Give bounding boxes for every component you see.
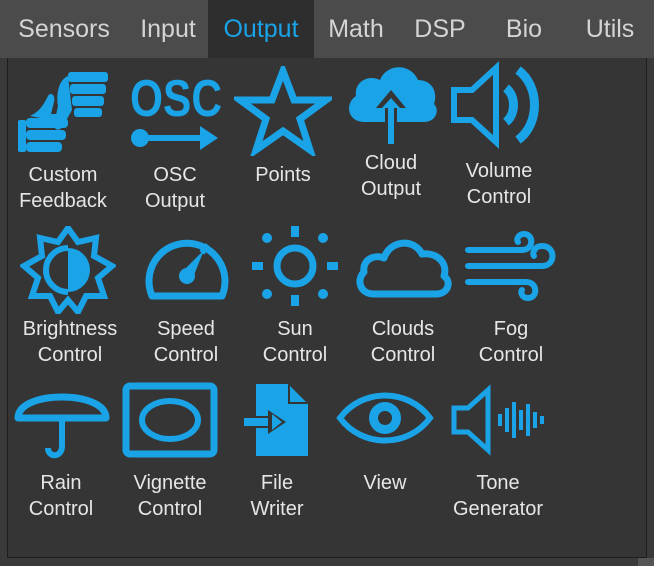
cloud-upload-icon bbox=[342, 60, 440, 146]
speaker-icon bbox=[450, 60, 548, 150]
speedometer-icon bbox=[142, 230, 232, 300]
tab-math[interactable]: Math bbox=[328, 14, 384, 43]
tile-label-line2: Generator bbox=[452, 498, 544, 520]
tab-input[interactable]: Input bbox=[140, 14, 196, 43]
speed-control-node[interactable]: Speed Control bbox=[130, 222, 242, 372]
osc-output-node[interactable]: OSC OSC Output bbox=[120, 62, 230, 218]
tile-label-line2: Output bbox=[144, 190, 206, 212]
tone-generator-node[interactable]: Tone Generator bbox=[440, 374, 556, 530]
tile-label-line1: Vignette bbox=[133, 472, 207, 494]
osc-icon-text: OSC bbox=[130, 70, 222, 128]
tab-output[interactable]: Output bbox=[208, 0, 314, 58]
view-node[interactable]: View bbox=[330, 374, 440, 530]
thumbs-up-down-icon bbox=[16, 66, 112, 156]
tile-label-line1: OSC bbox=[153, 164, 197, 186]
tile-label-line2: Control bbox=[466, 186, 532, 208]
tile-label-line1: Points bbox=[255, 164, 311, 186]
vignette-control-node[interactable]: Vignette Control bbox=[116, 374, 224, 530]
tile-label-line2: Feedback bbox=[19, 190, 107, 212]
tile-label-line2: Writer bbox=[250, 498, 304, 520]
clouds-control-node[interactable]: Clouds Control bbox=[348, 222, 458, 372]
cloud-icon bbox=[352, 232, 454, 302]
tile-label-line2: Control bbox=[137, 498, 203, 520]
tile-label-line2: Control bbox=[28, 498, 94, 520]
sun-icon bbox=[248, 224, 342, 308]
vignette-icon bbox=[122, 382, 218, 458]
volume-control-node[interactable]: Volume Control bbox=[444, 58, 554, 214]
eye-icon bbox=[336, 388, 434, 448]
tile-label-line1: Fog bbox=[493, 318, 529, 340]
tab-utils[interactable]: Utils bbox=[585, 14, 635, 43]
tile-label-line1: Clouds bbox=[371, 318, 435, 340]
tile-label-line2: Control bbox=[478, 344, 544, 366]
fog-control-node[interactable]: Fog Control bbox=[456, 222, 566, 372]
rain-control-node[interactable]: Rain Control bbox=[6, 374, 116, 530]
tile-label-line1: Custom bbox=[28, 164, 98, 186]
tile-label-line2: Control bbox=[262, 344, 328, 366]
sun-control-node[interactable]: Sun Control bbox=[240, 222, 350, 372]
cloud-output-node[interactable]: Cloud Output bbox=[336, 58, 446, 214]
tile-label-line1: Volume bbox=[465, 160, 533, 182]
tile-label-line1: Tone bbox=[476, 472, 520, 494]
umbrella-icon bbox=[12, 376, 112, 460]
brightness-control-node[interactable]: Brightness Control bbox=[12, 222, 128, 372]
brightness-icon bbox=[20, 226, 116, 314]
tile-label-line1: Sun bbox=[277, 318, 313, 340]
tile-label-line1: Cloud bbox=[364, 152, 418, 174]
tile-label-line1: View bbox=[363, 472, 407, 494]
points-node[interactable]: Points bbox=[228, 62, 338, 218]
file-writer-node[interactable]: File Writer bbox=[222, 374, 332, 530]
osc-arrow-icon: OSC bbox=[126, 66, 226, 156]
tile-label-line2: Output bbox=[360, 178, 422, 200]
star-icon bbox=[234, 66, 332, 156]
tile-label-line1: File bbox=[260, 472, 294, 494]
wind-icon bbox=[462, 228, 560, 304]
tab-bar: Sensors Input Output Math DSP Bio Utils bbox=[0, 0, 654, 58]
tile-label-line2: Control bbox=[370, 344, 436, 366]
tile-label-line1: Rain bbox=[40, 472, 82, 494]
tile-label-line1: Speed bbox=[157, 318, 215, 340]
tab-dsp[interactable]: DSP bbox=[414, 14, 466, 43]
tile-label-line1: Brightness bbox=[22, 318, 118, 340]
tab-sensors[interactable]: Sensors bbox=[18, 14, 110, 43]
custom-feedback-node[interactable]: Custom Feedback bbox=[8, 62, 118, 218]
tone-wave-icon bbox=[450, 382, 550, 458]
tile-label-line2: Control bbox=[153, 344, 219, 366]
file-import-icon bbox=[242, 382, 312, 458]
tab-bio[interactable]: Bio bbox=[505, 14, 543, 43]
resize-grip[interactable] bbox=[638, 558, 654, 566]
node-palette-panel bbox=[7, 58, 647, 558]
tile-label-line2: Control bbox=[37, 344, 103, 366]
